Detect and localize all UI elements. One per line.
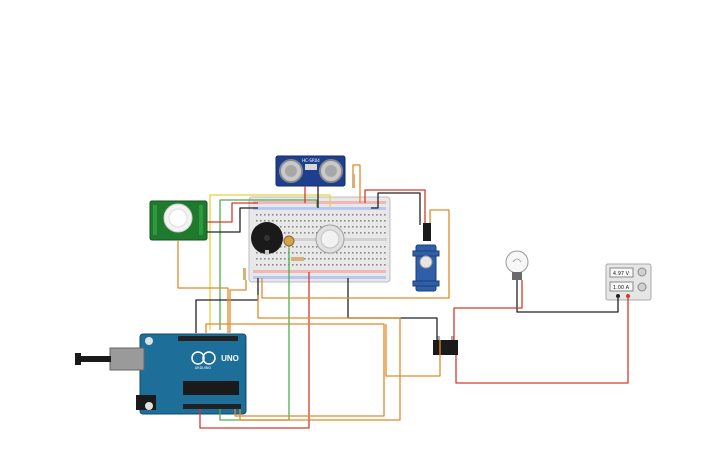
resistor-2[interactable] bbox=[291, 257, 304, 261]
current-readout: 1.00 A bbox=[613, 285, 630, 291]
wire-orange-bb[interactable] bbox=[229, 280, 247, 333]
resistor-3[interactable] bbox=[243, 268, 246, 280]
servo-motor[interactable] bbox=[412, 223, 440, 292]
wire-orange-arduino-2[interactable] bbox=[205, 323, 385, 417]
wire-orange-relay[interactable] bbox=[385, 324, 441, 377]
light-bulb[interactable] bbox=[505, 250, 529, 280]
relay[interactable] bbox=[433, 336, 458, 355]
power-supply[interactable]: 4.97 V 1.00 A bbox=[605, 263, 652, 301]
push-button[interactable] bbox=[315, 224, 345, 254]
wire-orange-pir[interactable] bbox=[177, 240, 229, 333]
wire-orange-servo[interactable] bbox=[261, 209, 450, 299]
wire-black-gnd[interactable] bbox=[195, 278, 259, 333]
wire-black-servo[interactable] bbox=[371, 192, 421, 225]
wire-green[interactable] bbox=[219, 199, 318, 330]
ultrasonic-sensor[interactable]: HC-SR04 bbox=[275, 155, 346, 187]
wire-red-arduino[interactable] bbox=[199, 272, 310, 429]
photoresistor[interactable] bbox=[283, 235, 295, 247]
wire-red-bulb[interactable] bbox=[453, 280, 523, 340]
wire-red-relay[interactable] bbox=[455, 298, 629, 384]
arduino-uno[interactable]: UNO ARDUINO bbox=[75, 333, 247, 415]
arduino-model-label: UNO bbox=[221, 354, 239, 363]
piezo-buzzer[interactable] bbox=[251, 222, 283, 255]
wires bbox=[177, 164, 629, 429]
voltage-readout: 4.97 V bbox=[613, 271, 630, 277]
resistor-1[interactable] bbox=[352, 174, 355, 188]
wire-red-pir[interactable] bbox=[207, 202, 258, 223]
ultrasonic-label: HC-SR04 bbox=[302, 158, 320, 163]
wire-orange-arduino-1[interactable] bbox=[239, 295, 401, 421]
wire-red-servo[interactable] bbox=[364, 189, 426, 223]
arduino-brand-label: ARDUINO bbox=[195, 366, 212, 370]
wire-orange-resistor[interactable] bbox=[352, 164, 361, 203]
wire-yellow[interactable] bbox=[209, 194, 331, 330]
wire-black-pir[interactable] bbox=[207, 207, 258, 233]
pir-sensor[interactable] bbox=[149, 200, 208, 241]
wire-black-bulb[interactable] bbox=[516, 280, 619, 313]
